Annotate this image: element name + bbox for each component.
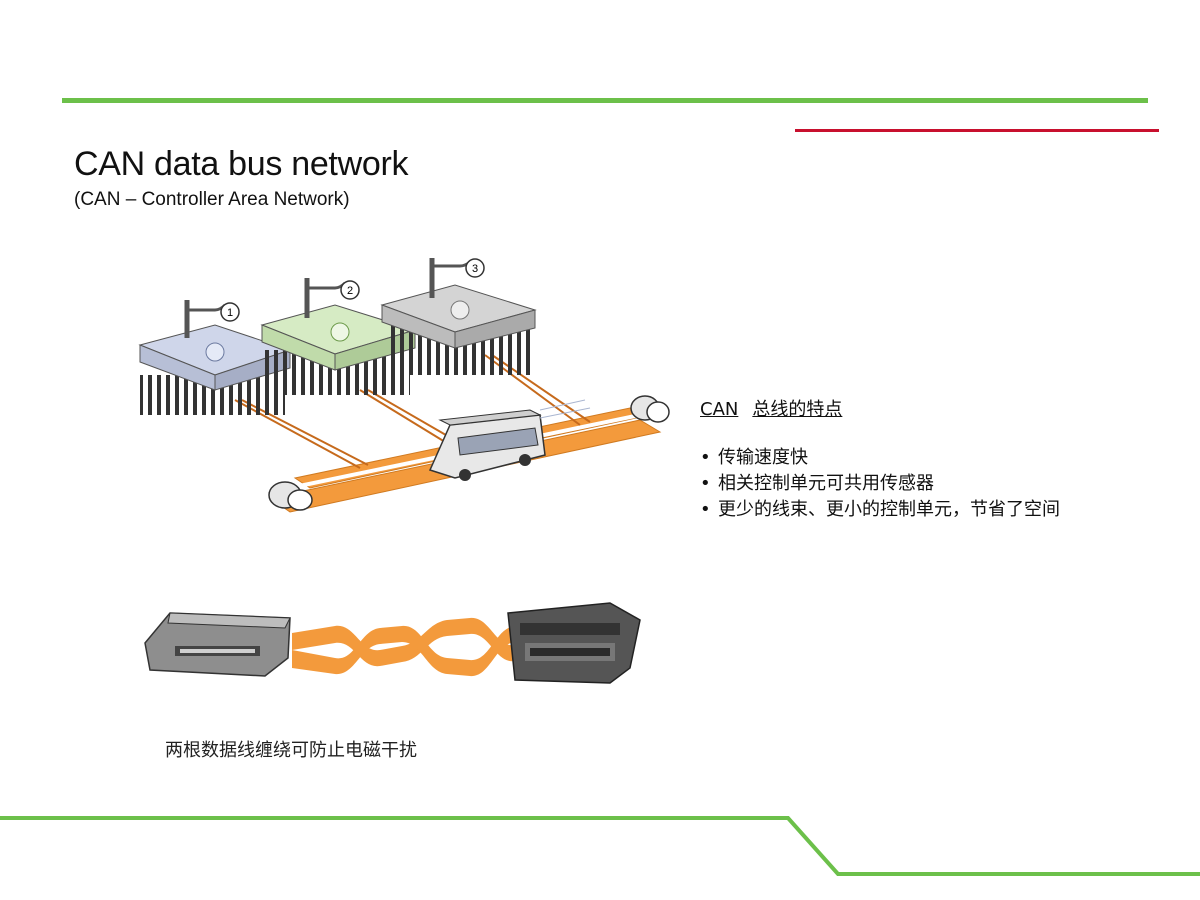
bullet-icon: • <box>700 499 711 520</box>
list-item: •相关控制单元可共用传感器 <box>700 471 1060 497</box>
top-red-rule <box>795 129 1159 132</box>
node-label-3: 3 <box>472 263 478 275</box>
slide-title: CAN data bus network <box>74 145 409 183</box>
top-green-rule <box>62 98 1148 103</box>
node-label-1: 1 <box>227 307 233 319</box>
control-unit-right <box>507 602 641 684</box>
bullet-icon: • <box>700 473 711 494</box>
features-heading-prefix: CAN <box>700 399 739 420</box>
twisted-wires <box>292 617 545 677</box>
slide-subtitle: (CAN – Controller Area Network) <box>74 189 350 210</box>
twisted-pair-illustration <box>144 602 641 684</box>
list-item: •更少的线束、更小的控制单元，节省了空间 <box>700 497 1060 523</box>
ecu-node-3: 3 <box>380 258 537 375</box>
control-unit-left <box>144 612 291 677</box>
can-network-diagram: 1 2 3 <box>138 258 670 513</box>
bottom-green-rule <box>0 816 1200 876</box>
bus-vehicle-icon <box>428 399 591 481</box>
bullet-icon: • <box>700 447 711 468</box>
features-heading-text: 总线的特点 <box>752 399 843 420</box>
ecu-node-1: 1 <box>138 300 292 415</box>
twisted-pair-caption: 两根数据线缠绕可防止电磁干扰 <box>165 740 417 761</box>
list-item: •传输速度快 <box>700 445 1060 471</box>
features-heading: CAN 总线的特点 <box>700 395 842 421</box>
node-label-2: 2 <box>347 285 353 297</box>
features-list: •传输速度快 •相关控制单元可共用传感器 •更少的线束、更小的控制单元，节省了空… <box>700 445 1060 523</box>
